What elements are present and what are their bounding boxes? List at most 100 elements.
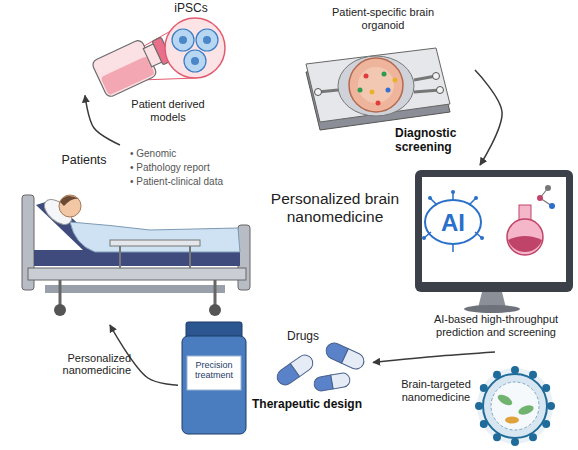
capsule-half xyxy=(290,352,316,377)
bullet-item: • Patient-clinical data xyxy=(130,176,255,188)
particle-ligand xyxy=(480,420,488,428)
particle-ligand xyxy=(542,384,550,392)
flow-arrow xyxy=(373,352,495,362)
organoid-dot xyxy=(386,88,391,93)
particle-core xyxy=(491,382,539,430)
drug-bottle-art xyxy=(182,322,367,434)
circuit-node xyxy=(422,236,426,240)
bed-wheel xyxy=(209,304,221,316)
stage-label: Diagnostic screening xyxy=(395,127,475,155)
particle-ligand xyxy=(529,433,537,441)
bed-leg xyxy=(59,280,62,305)
organoid-chip-art xyxy=(306,48,450,130)
nanoparticle: Brain-targeted nanomedicine xyxy=(390,372,577,448)
organoid-dot xyxy=(370,90,375,95)
particle-ligand xyxy=(493,433,501,441)
monitor-bezel xyxy=(415,170,573,292)
organoid-dot xyxy=(382,72,387,77)
molecule-atom xyxy=(545,185,551,191)
diagram-title: Personalized brain nanomedicine xyxy=(255,190,415,226)
chip-port xyxy=(437,87,444,94)
bed-frame xyxy=(28,268,246,280)
brain-outline xyxy=(425,200,481,244)
molecule-atom xyxy=(549,203,555,209)
culture-flask: iPSCsPatient derived models xyxy=(85,2,235,130)
ai-monitor: AI AI-based high-throughput prediction an… xyxy=(405,165,577,352)
chip-well xyxy=(338,56,414,116)
rail-post xyxy=(119,246,121,268)
stem-cell xyxy=(184,50,206,72)
step-label: Patient derived models xyxy=(128,98,208,123)
bed-leg xyxy=(214,280,217,305)
capsule xyxy=(274,352,316,388)
chip-port xyxy=(433,73,440,80)
capsule xyxy=(313,372,351,392)
capsule-half xyxy=(331,372,351,389)
ai-mark: AI xyxy=(428,209,478,237)
zoom-circle xyxy=(165,18,225,78)
bed-rail xyxy=(110,240,200,246)
organoid-dot xyxy=(364,74,369,79)
organoid-dot xyxy=(358,88,363,93)
drug-bottle: Precision treatment DrugsTherapeutic desi… xyxy=(178,318,373,438)
cell-label: iPSCs xyxy=(166,2,216,16)
patient-hair xyxy=(60,196,79,206)
capsule-half xyxy=(313,375,333,392)
monitor-screen xyxy=(422,177,566,282)
cell-nucleus xyxy=(203,36,211,44)
patient-head xyxy=(59,195,81,217)
ai-monitor-art xyxy=(415,170,573,313)
particle-cargo xyxy=(517,404,535,417)
cell-nucleus xyxy=(179,36,187,44)
circuit-node xyxy=(451,190,455,194)
molecule-atom xyxy=(537,195,543,201)
particle-ligand xyxy=(542,420,550,428)
bullet-item: • Genomic xyxy=(130,148,255,160)
particle-ligand xyxy=(529,371,537,379)
brain-organoid xyxy=(349,58,403,112)
particle-cargo xyxy=(505,417,519,424)
drug-label: Drugs xyxy=(280,330,326,344)
chip-port xyxy=(315,89,322,96)
node-heading: Patients xyxy=(48,153,120,167)
stem-cell xyxy=(196,29,218,51)
particle-cargo xyxy=(496,393,514,408)
monitor-base xyxy=(464,305,520,313)
stage-label: Therapeutic design xyxy=(252,398,370,412)
patient-bed: Patients • Genomic • Pathology report • Pat… xyxy=(0,145,258,325)
chip-top xyxy=(306,48,450,122)
organoid-core xyxy=(358,67,394,103)
nanoparticle-art xyxy=(475,366,555,446)
flask-liquid xyxy=(100,56,155,96)
particle-ligand xyxy=(480,384,488,392)
bottle-body xyxy=(182,336,246,434)
step-label: AI-based high-throughput prediction and … xyxy=(418,313,574,338)
particle-shell xyxy=(483,374,547,438)
particle-label: Brain-targeted nanomedicine xyxy=(392,378,480,403)
cell-zoom xyxy=(165,18,225,78)
capsule-half xyxy=(342,349,367,372)
circuit-lines xyxy=(424,192,482,252)
bullet-item: • Pathology report xyxy=(130,162,255,174)
icon-flask xyxy=(507,219,543,255)
particle-ligand xyxy=(493,371,501,379)
particle-halo xyxy=(477,368,553,444)
rail-post xyxy=(189,246,191,268)
bottle-label: Precision treatment xyxy=(188,360,240,381)
bottle-label-panel xyxy=(187,356,241,390)
particle-ligand xyxy=(511,366,519,374)
bed-base xyxy=(45,285,225,293)
hospital-bed xyxy=(22,195,250,316)
icon-flask-liquid xyxy=(508,236,542,252)
particle-ligand xyxy=(475,402,483,410)
organoid-dot xyxy=(376,101,381,106)
capsule xyxy=(323,340,366,371)
patient-blanket xyxy=(70,222,240,252)
culture-flask-art xyxy=(91,31,175,99)
circuit-node xyxy=(474,196,478,200)
organoid-dot xyxy=(393,78,398,83)
organoid-chip: Patient-specific brain organoidDiagnosti… xyxy=(295,5,475,160)
